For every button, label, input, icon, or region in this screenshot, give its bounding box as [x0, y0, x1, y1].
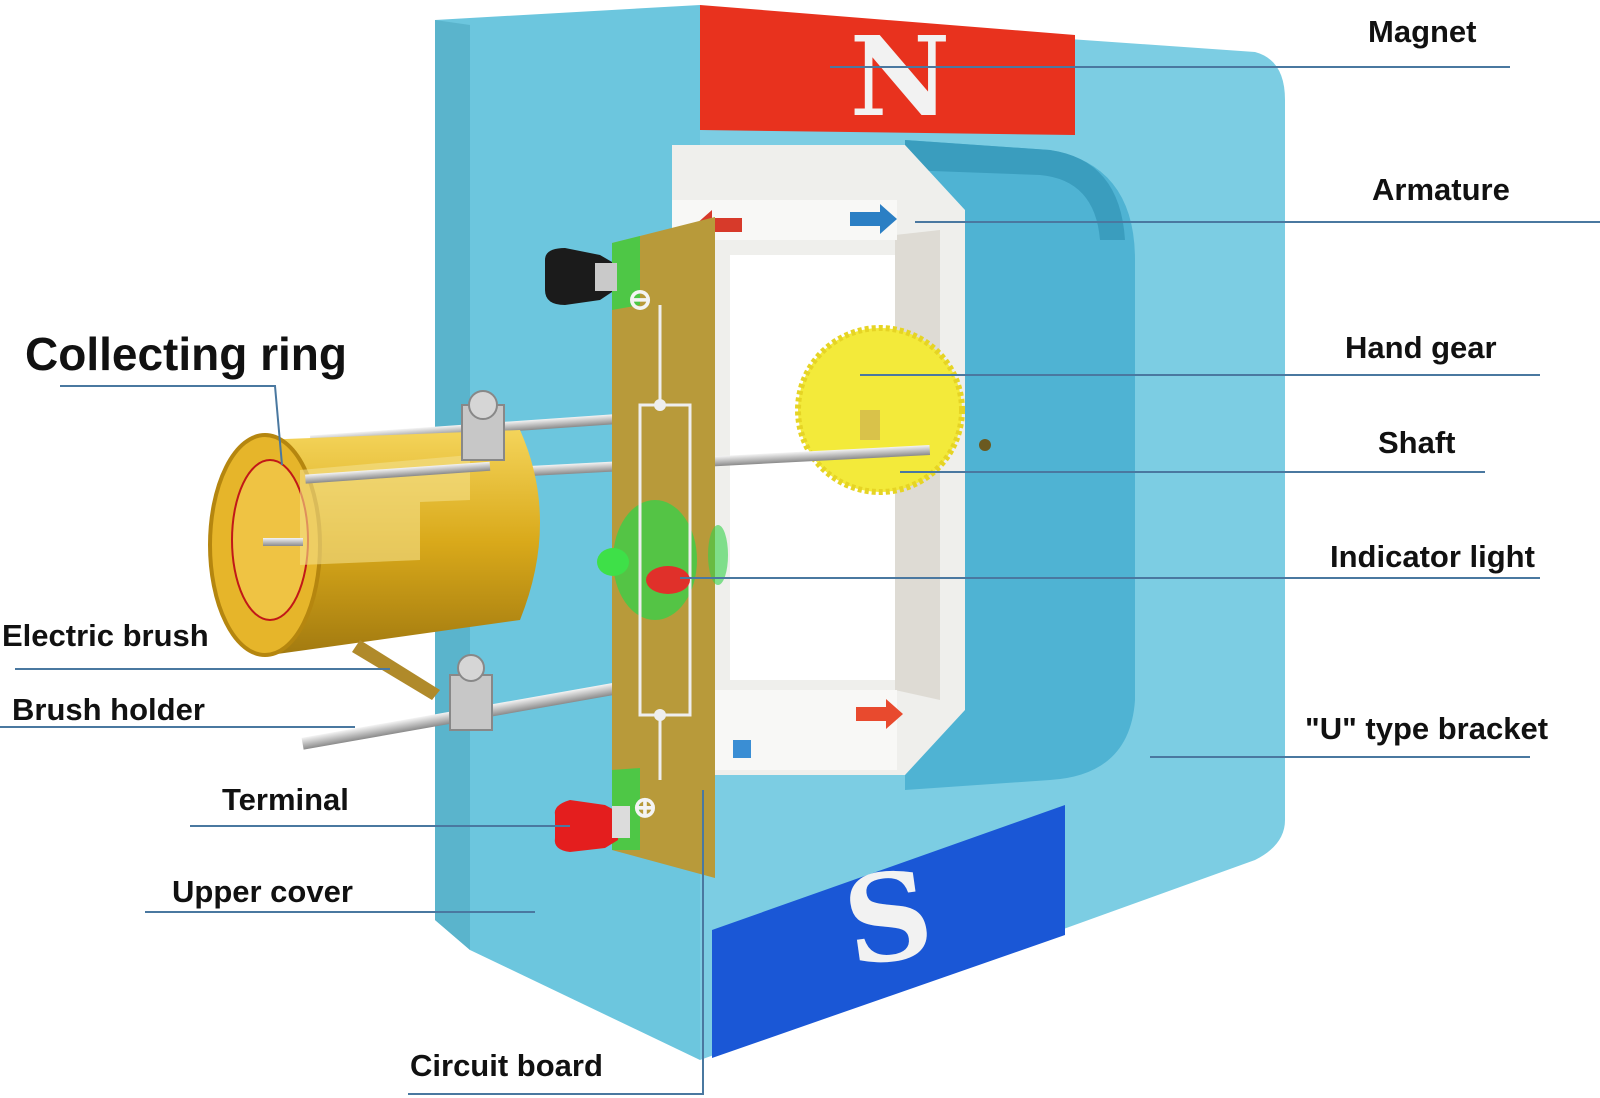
red-terminal — [554, 800, 618, 852]
electric-brush — [352, 640, 440, 700]
label-upper-cover: Upper cover — [172, 874, 353, 909]
north-pole-letter: N — [850, 12, 951, 141]
label-circuit-board: Circuit board — [410, 1048, 603, 1083]
label-armature: Armature — [1372, 172, 1510, 207]
label-brush-holder: Brush holder — [12, 692, 205, 727]
south-pole-letter: S — [836, 843, 941, 995]
south-magnet — [712, 805, 1065, 1058]
label-hand-gear: Hand gear — [1345, 330, 1497, 365]
leader-circuit-board — [408, 790, 704, 1095]
armature-arrow-right-icon — [850, 204, 897, 234]
leader-collecting-ring — [60, 385, 283, 466]
north-magnet — [700, 5, 1075, 135]
armature-arrow-right-red-icon — [856, 699, 903, 729]
red-led — [646, 566, 690, 594]
label-u-bracket: "U" type bracket — [1305, 711, 1549, 746]
label-shaft: Shaft — [1378, 425, 1456, 460]
green-led — [597, 548, 629, 576]
board-minus-sign: ⊖ — [627, 280, 654, 318]
label-magnet: Magnet — [1368, 14, 1477, 49]
label-terminal: Terminal — [222, 782, 349, 817]
label-electric-brush: Electric brush — [2, 618, 209, 653]
board-plus-sign: ⊕ — [632, 788, 659, 826]
label-indicator-light: Indicator light — [1330, 539, 1535, 574]
label-collecting-ring: Collecting ring — [25, 328, 347, 380]
